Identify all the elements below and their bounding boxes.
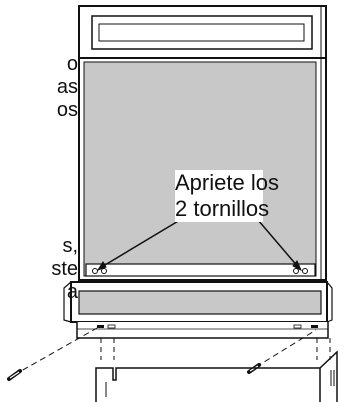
left-text-line: as bbox=[56, 76, 78, 98]
right-arrow-line bbox=[257, 219, 300, 269]
tighten-screws-callout: Apriete los 2 tornillos bbox=[175, 170, 279, 222]
bracket-slot-right-2 bbox=[311, 325, 318, 328]
loose-screw-left bbox=[7, 369, 22, 381]
bracket-slot-left-2 bbox=[107, 324, 116, 329]
left-text-line: os bbox=[56, 99, 78, 121]
callout-line-1: Apriete los bbox=[175, 170, 279, 195]
left-text-line: ste bbox=[51, 258, 78, 280]
left-text-line: s, bbox=[62, 235, 78, 257]
gray-door-panel bbox=[83, 61, 317, 277]
right-screw bbox=[293, 268, 299, 274]
left-arrow-head bbox=[96, 261, 107, 271]
cabinet-right-side bbox=[319, 350, 338, 402]
right-screw-path bbox=[255, 329, 317, 368]
bracket-slot-right bbox=[293, 324, 302, 329]
cabinet-outline bbox=[95, 367, 321, 402]
right-arrow-head bbox=[292, 260, 303, 272]
left-text-line: o bbox=[66, 53, 78, 75]
mounting-bracket bbox=[76, 322, 329, 339]
left-screw-path bbox=[13, 327, 98, 376]
kickplate-cap-left bbox=[63, 281, 72, 323]
bracket-slot-left bbox=[97, 325, 104, 328]
door-bottom-bar bbox=[85, 263, 316, 277]
left-screw bbox=[92, 268, 98, 274]
left-instruction-text-top: o as os bbox=[0, 53, 78, 122]
kickplate-inner bbox=[78, 290, 322, 315]
top-control-panel-slot bbox=[98, 23, 305, 42]
left-text-line: a bbox=[66, 281, 78, 303]
right-screw-2 bbox=[302, 268, 308, 274]
kickplate-cap-right bbox=[326, 281, 333, 323]
callout-line-2: 2 tornillos bbox=[175, 196, 270, 221]
left-screw-2 bbox=[101, 268, 107, 274]
left-arrow-line bbox=[99, 219, 181, 269]
left-instruction-text-bottom: s, ste a bbox=[0, 235, 78, 304]
